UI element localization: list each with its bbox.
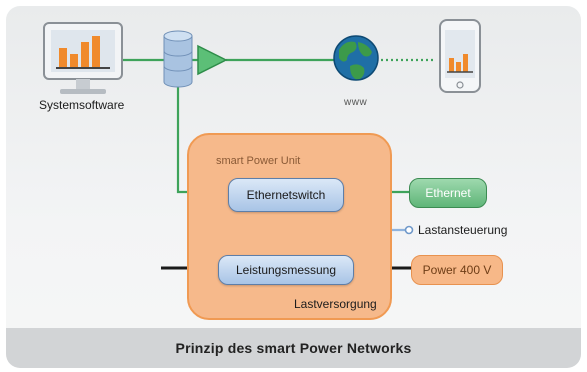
power-400v-node: Power 400 V (411, 255, 503, 285)
system-software-label: Systemsoftware (39, 98, 125, 112)
smartphone-icon (439, 19, 481, 93)
globe-icon (333, 35, 379, 81)
power-measurement-label: Leistungsmessung (235, 263, 337, 277)
ethernet-label: Ethernet (425, 186, 471, 200)
load-control-label: Lastansteuerung (418, 223, 508, 237)
power-supply-label: Lastversorgung (294, 297, 377, 311)
amplifier-icon (197, 44, 228, 76)
diagram-panel: Systemsoftware www smart Power Unit Ethe… (6, 6, 581, 368)
www-label: www (344, 97, 368, 108)
smart-power-unit-box (187, 133, 392, 320)
ethernet-node: Ethernet (409, 178, 487, 208)
monitor-icon (43, 22, 123, 94)
power-400v-label: Power 400 V (422, 263, 492, 277)
load-control-terminal (404, 225, 414, 235)
power-measurement-node: Leistungsmessung (218, 255, 354, 285)
ethernet-switch-label: Ethernetswitch (246, 188, 326, 202)
database-icon (163, 30, 193, 88)
ethernet-switch-node: Ethernetswitch (228, 178, 344, 212)
figure-caption: Prinzip des smart Power Networks (175, 340, 412, 356)
unit-title: smart Power Unit (216, 155, 301, 167)
caption-bar: Prinzip des smart Power Networks (6, 328, 581, 368)
